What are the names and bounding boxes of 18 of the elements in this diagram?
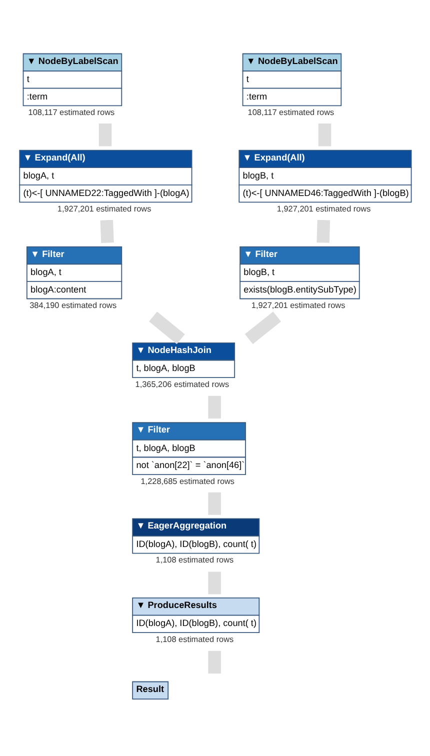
node-label: 1,108 estimated rows <box>156 556 234 565</box>
node-label: 108,117 estimated rows <box>28 108 115 117</box>
node-label: 384,190 estimated rows <box>30 301 117 310</box>
connector <box>100 220 114 243</box>
node-label: 1,228,685 estimated rows <box>140 476 235 486</box>
node-label: 108,117 estimated rows <box>248 108 334 117</box>
connector <box>318 124 332 146</box>
connector <box>208 650 221 674</box>
connector <box>208 492 221 515</box>
node-label: 1,365,206 estimated rows <box>135 380 230 389</box>
connector <box>208 396 221 418</box>
node-label: 1,927,201 estimated rows <box>57 204 152 214</box>
connector <box>316 220 330 243</box>
node-label: 1,927,201 estimated rows <box>276 204 371 214</box>
node-label: 1,927,201 estimated rows <box>251 301 346 310</box>
connector <box>98 124 112 146</box>
node-label: 1,108 estimated rows <box>156 634 234 644</box>
connector <box>208 572 221 594</box>
